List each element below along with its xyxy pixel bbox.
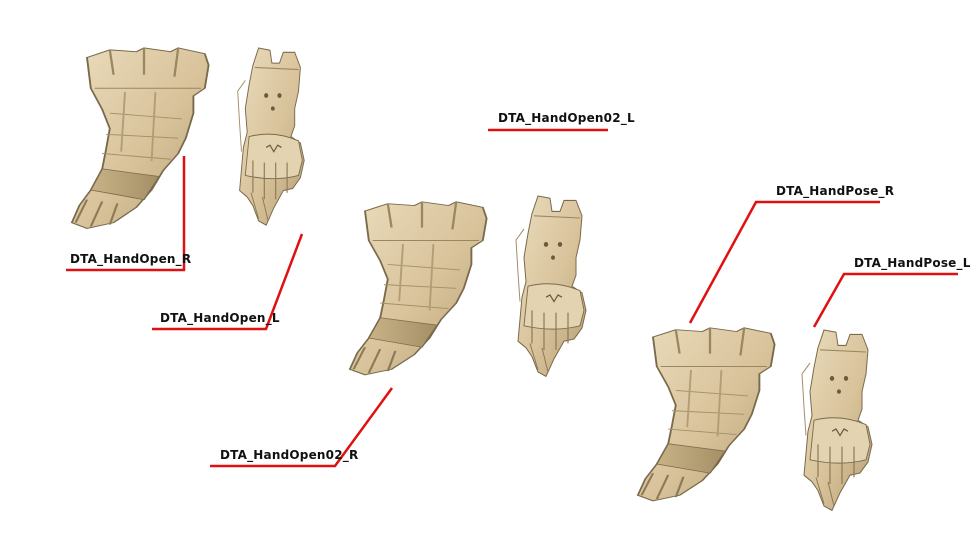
hand-open02-r-render [348,200,488,376]
label-hand-open-r: DTA_HandOpen_R [70,252,192,266]
hand-pose-r-render [636,326,776,502]
label-hand-open-l: DTA_HandOpen_L [160,311,280,325]
leader-hand-open-l [152,233,304,331]
label-hand-pose-r: DTA_HandPose_R [776,184,895,198]
hand-open-r-render [70,46,210,230]
leader-hand-open02-r [210,387,394,468]
label-hand-open02-l: DTA_HandOpen02_L [498,111,635,125]
hand-pose-l-render [801,329,873,512]
leader-hand-pose-r [688,200,880,324]
leader-hand-open-r [66,156,186,272]
label-hand-open02-r: DTA_HandOpen02_R [220,448,359,462]
label-hand-pose-l: DTA_HandPose_L [854,256,971,270]
hand-open-l-render [237,47,305,226]
leader-hand-pose-l [812,272,958,328]
hand-open02-l-render [515,195,587,378]
